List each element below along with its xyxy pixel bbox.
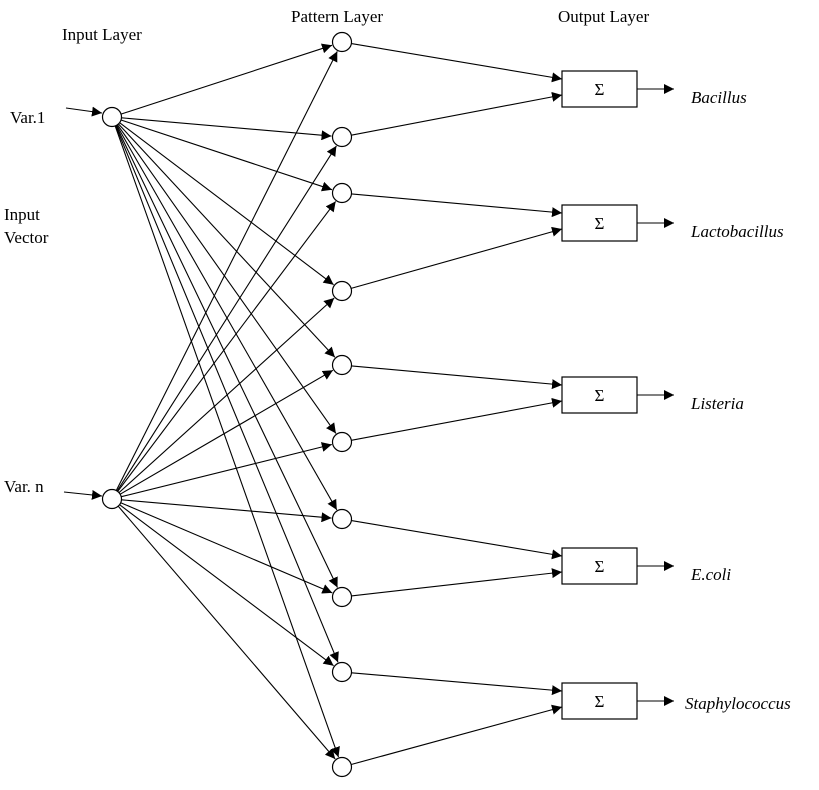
- class-label-listeria: Listeria: [690, 394, 744, 413]
- input-to-pattern-edge: [120, 119, 333, 192]
- pattern-to-output-edge: [351, 672, 563, 696]
- input-to-pattern-edge: [119, 369, 334, 495]
- input-to-pattern-edge: [118, 297, 335, 494]
- summation-symbol: Σ: [595, 557, 605, 576]
- output-unit-ecoli: Σ E.coli: [561, 547, 731, 585]
- input-to-pattern-edge: [118, 123, 336, 358]
- pattern-node: [331, 661, 353, 683]
- pattern-node: [331, 508, 353, 530]
- input-vector-label-line2: Vector: [4, 228, 49, 247]
- input-layer-title: Input Layer: [62, 25, 142, 44]
- summation-symbol: Σ: [595, 214, 605, 233]
- pattern-to-output-edge: [351, 397, 563, 441]
- class-label-bacillus: Bacillus: [691, 88, 747, 107]
- pattern-to-output-edge: [351, 568, 563, 597]
- output-unit-staphylococcus: Σ Staphylococcus: [561, 682, 791, 720]
- class-label-lactobacillus: Lactobacillus: [690, 222, 784, 241]
- pattern-layer-title: Pattern Layer: [291, 7, 383, 26]
- pattern-to-output-edge: [351, 91, 563, 136]
- input-to-pattern-edge: [117, 124, 337, 434]
- pattern-node: [331, 31, 353, 53]
- summation-symbol: Σ: [595, 692, 605, 711]
- pattern-to-output-edge: [351, 704, 563, 766]
- input-to-pattern-edge: [115, 51, 338, 491]
- input-node-var-n: [101, 488, 123, 510]
- summation-symbol: Σ: [595, 386, 605, 405]
- pattern-node: [331, 586, 353, 608]
- summation-box: [561, 547, 638, 585]
- pattern-to-output-edge: [351, 43, 563, 83]
- output-unit-bacillus: Σ Bacillus: [561, 70, 747, 108]
- var-n-input-arrow: [63, 489, 103, 500]
- pattern-to-output-edge: [350, 226, 563, 289]
- input-to-pattern-edge: [121, 442, 332, 498]
- pattern-node: [331, 126, 353, 148]
- input-vector-label-line1: Input: [4, 205, 40, 224]
- input-to-pattern-edge: [117, 201, 337, 492]
- input-to-pattern-edges: [114, 43, 340, 760]
- pattern-node: [331, 280, 353, 302]
- input-to-pattern-edge: [121, 117, 332, 141]
- input-to-pattern-edge: [120, 43, 333, 115]
- input-to-pattern-edge: [121, 499, 332, 523]
- input-var-n-label: Var. n: [4, 477, 44, 496]
- summation-box: [561, 70, 638, 108]
- pattern-node: [331, 182, 353, 204]
- pattern-to-output-edge: [351, 365, 563, 390]
- input-to-pattern-edge: [115, 125, 339, 663]
- input-to-pattern-edge: [120, 502, 333, 594]
- input-to-pattern-edge: [114, 125, 340, 758]
- input-node-var-1: [101, 106, 123, 128]
- input-to-pattern-edge: [117, 505, 336, 760]
- pattern-to-output-edges: [350, 43, 563, 766]
- input-to-pattern-edge: [119, 122, 334, 286]
- output-unit-lactobacillus: Σ Lactobacillus: [561, 204, 784, 242]
- input-to-pattern-edge: [116, 145, 337, 492]
- class-label-ecoli: E.coli: [690, 565, 731, 584]
- pattern-node: [331, 431, 353, 453]
- pattern-node: [331, 354, 353, 376]
- output-layer-title: Output Layer: [558, 7, 649, 26]
- input-to-pattern-edge: [119, 504, 334, 667]
- input-var-1-label: Var.1: [10, 108, 45, 127]
- summation-symbol: Σ: [595, 80, 605, 99]
- var-1-input-arrow: [65, 106, 103, 117]
- input-to-pattern-edge: [115, 125, 338, 588]
- pattern-to-output-edge: [351, 520, 563, 560]
- summation-box: [561, 204, 638, 242]
- output-unit-listeria: Σ Listeria: [561, 376, 744, 414]
- class-label-staphylococcus: Staphylococcus: [685, 694, 791, 713]
- pattern-to-output-edge: [351, 193, 563, 218]
- pattern-node: [331, 756, 353, 778]
